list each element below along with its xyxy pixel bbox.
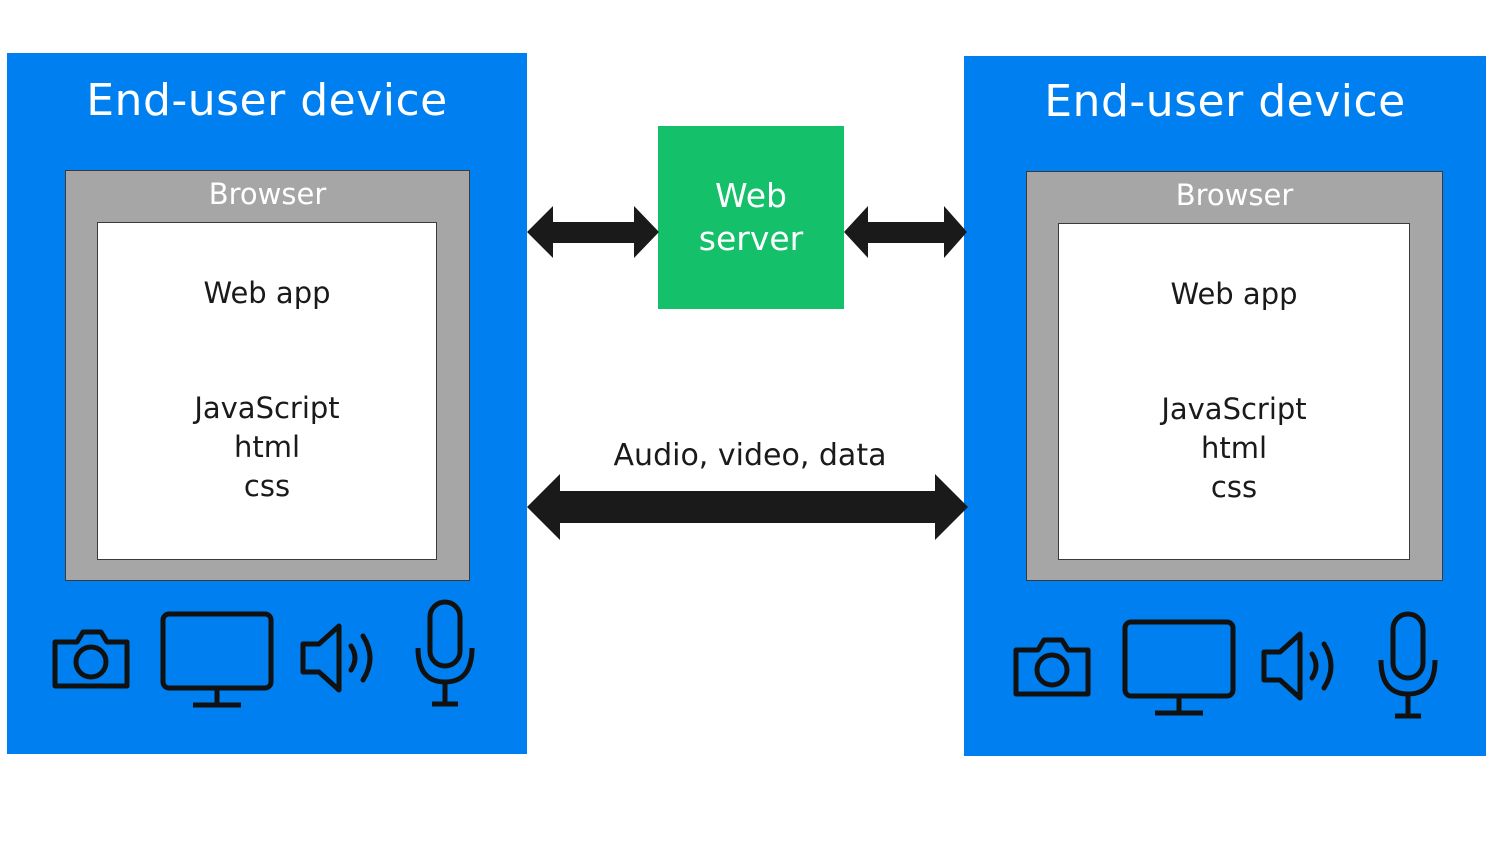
- web-server-line: server: [698, 219, 804, 258]
- speaker-icon: [1261, 631, 1334, 701]
- web-server-line: Web: [715, 176, 787, 215]
- web-app-box: Web app JavaScript html css: [1058, 223, 1410, 560]
- web-app-title: Web app: [203, 276, 331, 310]
- tech-item: html: [233, 430, 301, 464]
- microphone-icon: [1378, 611, 1438, 719]
- web-server-label: Web server: [658, 174, 844, 260]
- tech-list: JavaScript html css: [98, 389, 436, 506]
- arrow-server-to-right-device: [844, 206, 967, 258]
- arrow-peer-to-peer: [527, 474, 968, 540]
- web-app-title: Web app: [1170, 277, 1298, 311]
- camera-icon: [52, 629, 130, 689]
- tech-item: JavaScript: [194, 391, 340, 425]
- tech-item: css: [1210, 470, 1258, 504]
- microphone-icon: [415, 599, 475, 707]
- end-user-device-right: End-user device Browser Web app JavaScri…: [964, 56, 1486, 756]
- web-server-box: Web server: [658, 126, 844, 309]
- tech-list: JavaScript html css: [1059, 390, 1409, 507]
- end-user-device-left: End-user device Browser Web app JavaScri…: [7, 53, 527, 754]
- hardware-row: [7, 598, 527, 718]
- monitor-icon: [160, 611, 274, 708]
- hardware-row: [964, 606, 1486, 726]
- tech-item: JavaScript: [1161, 392, 1307, 426]
- arrow-left-device-to-server: [527, 206, 659, 258]
- browser-label: Browser: [208, 177, 327, 211]
- browser-label: Browser: [1175, 178, 1294, 212]
- browser-box: Browser Web app JavaScript html css: [65, 170, 470, 581]
- web-app-box: Web app JavaScript html css: [97, 222, 437, 560]
- camera-icon: [1013, 637, 1091, 697]
- media-link-label: Audio, video, data: [613, 438, 887, 473]
- tech-item: html: [1200, 431, 1268, 465]
- device-title: End-user device: [86, 75, 448, 126]
- tech-item: css: [243, 469, 291, 503]
- speaker-icon: [300, 623, 373, 693]
- browser-box: Browser Web app JavaScript html css: [1026, 171, 1443, 581]
- monitor-icon: [1122, 619, 1236, 716]
- device-title: End-user device: [1044, 76, 1406, 127]
